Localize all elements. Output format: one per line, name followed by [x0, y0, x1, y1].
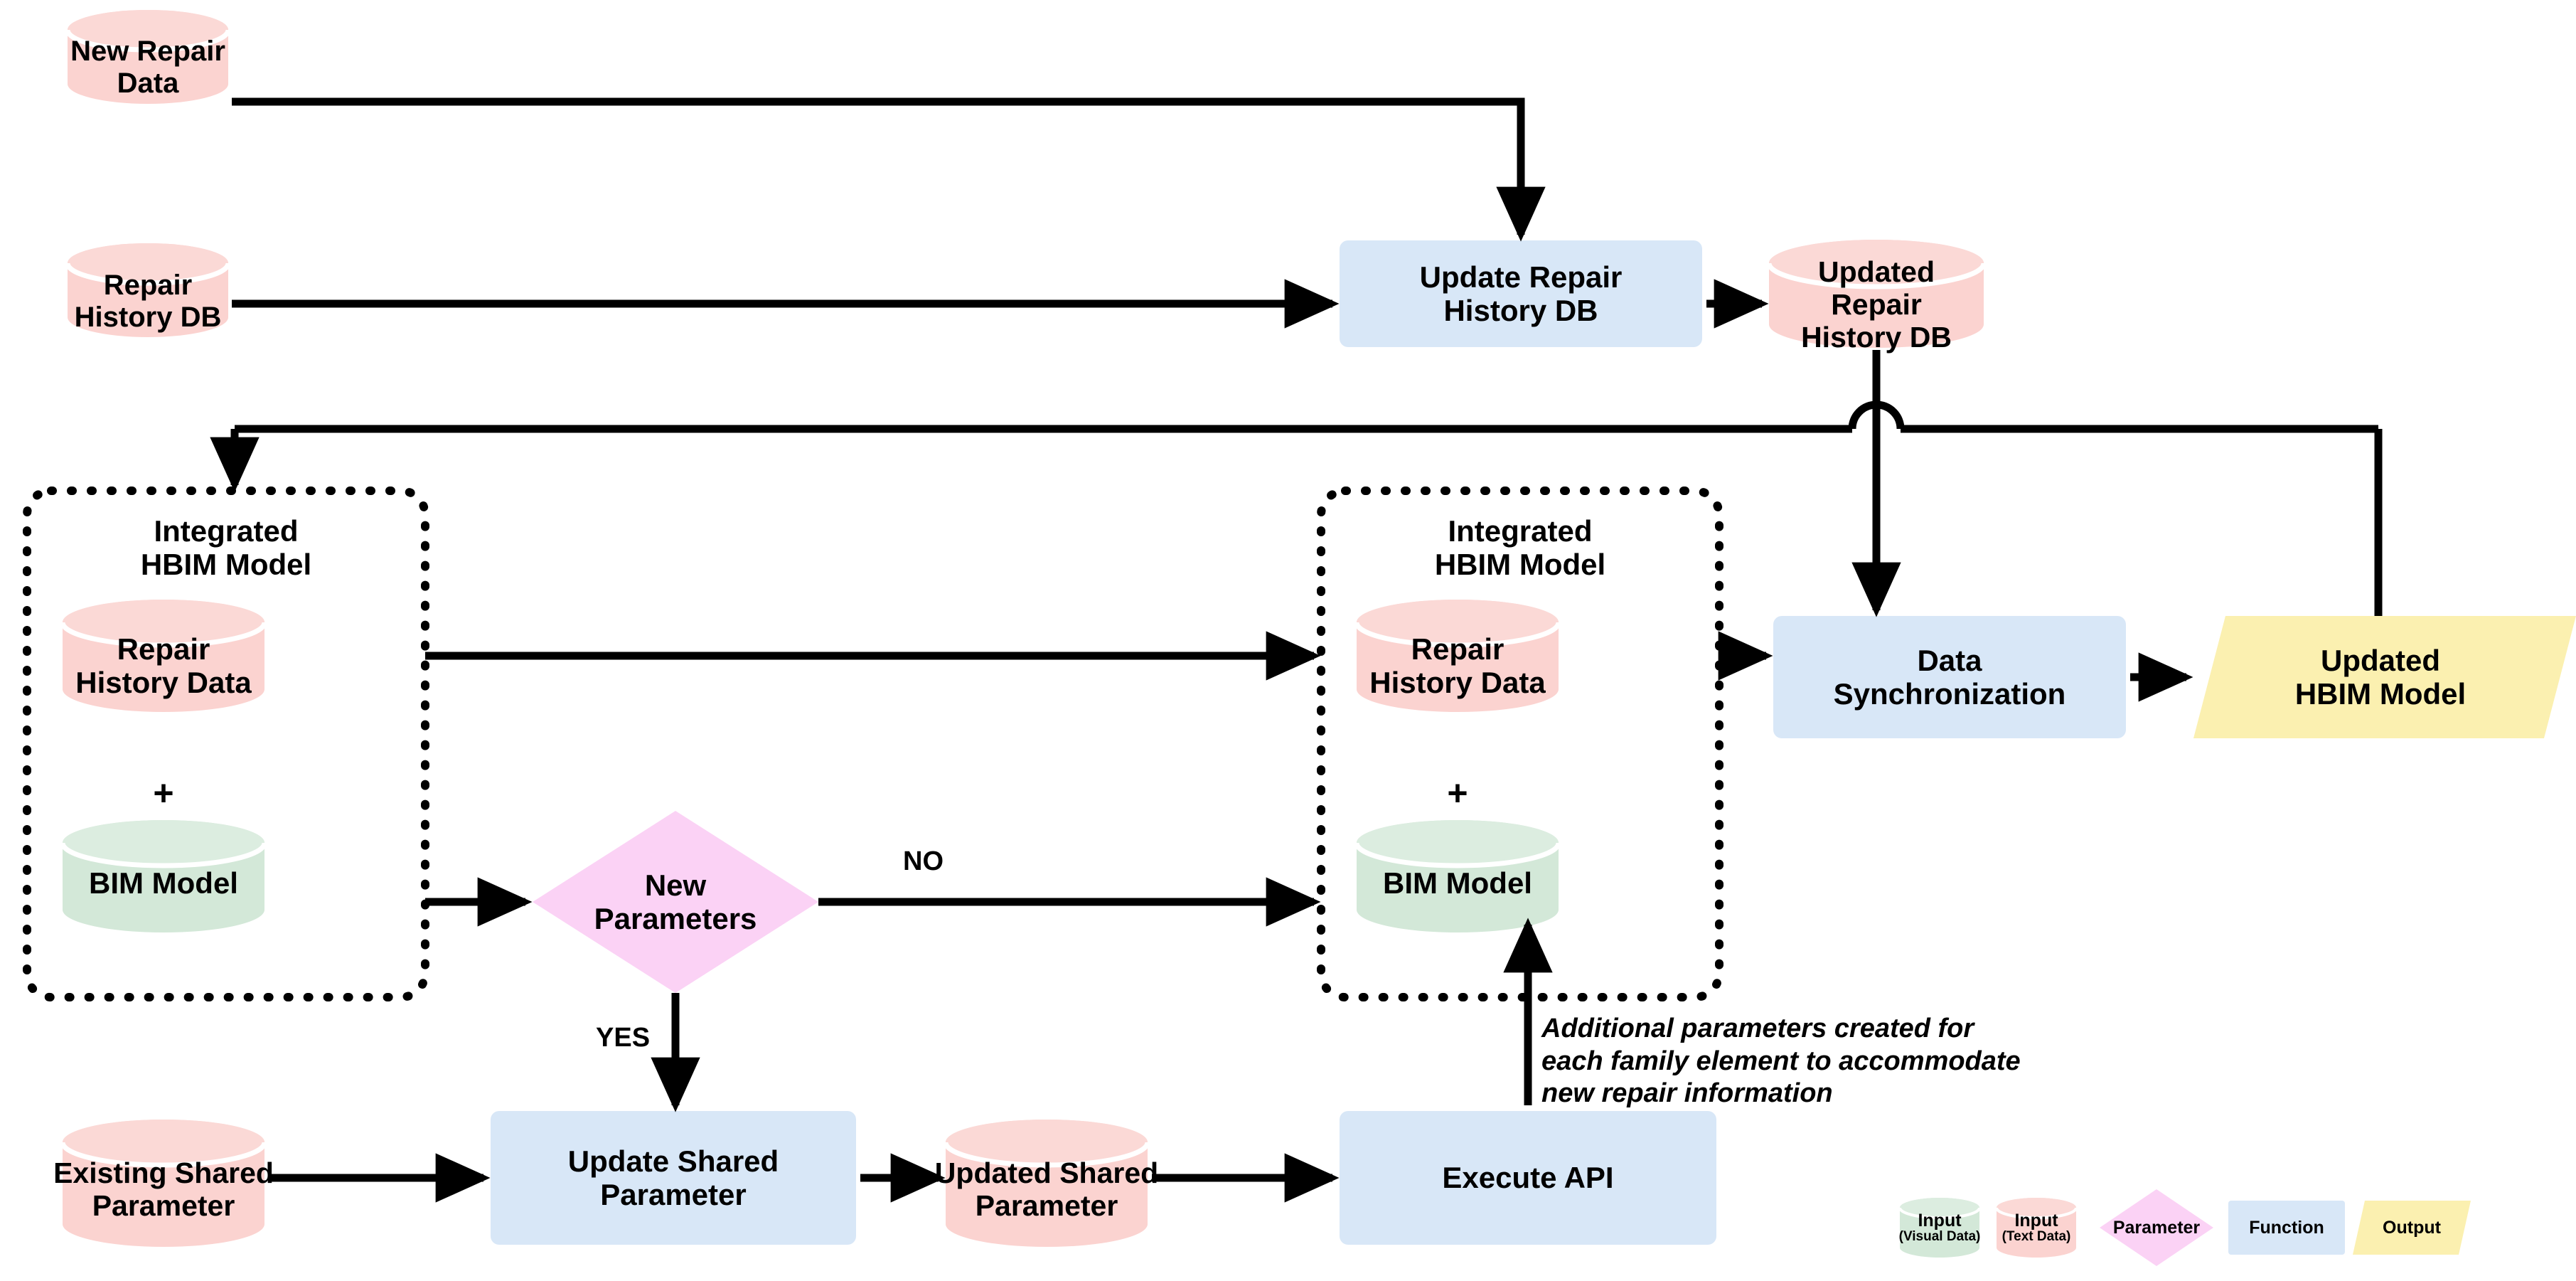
- node-update-shared-parameter: [491, 1111, 856, 1245]
- edge-label-no: NO: [903, 846, 944, 876]
- node-update-repair-history-db: [1340, 240, 1702, 347]
- annotation-api-note: Additional parameters created for each f…: [1541, 1014, 2021, 1109]
- legend-input-text-shape: [1995, 1198, 2078, 1258]
- node-left-repair-history-data: [60, 600, 267, 712]
- legend-output-shape: [2353, 1201, 2471, 1255]
- connectors: [210, 97, 2383, 1203]
- group-right-integrated-hbim-model: [1317, 487, 1723, 1001]
- node-updated-shared-parameter: [943, 1120, 1150, 1247]
- node-data-synchronization: [1773, 616, 2126, 738]
- edge-label-yes: YES: [596, 1023, 651, 1053]
- node-existing-shared-parameter: [60, 1120, 267, 1247]
- node-repair-history-db: [65, 243, 231, 337]
- legend-function-shape: [2228, 1201, 2345, 1255]
- node-updated-hbim-model: [2193, 616, 2576, 738]
- node-updated-repair-history-db: [1766, 240, 1987, 348]
- legend-input-visual-shape: [1898, 1198, 1981, 1258]
- node-right-repair-history-data: [1354, 600, 1561, 712]
- node-execute-api: [1340, 1111, 1716, 1245]
- node-left-bim-model: [60, 820, 267, 932]
- node-new-repair-data: [65, 10, 231, 104]
- node-new-parameters-diamond: [533, 811, 818, 993]
- legend-parameter-shape: [2100, 1189, 2213, 1266]
- node-right-bim-model: [1354, 820, 1561, 932]
- edge-new-repair-data-to-update-db: [232, 97, 1546, 242]
- legend: [1898, 1189, 2471, 1266]
